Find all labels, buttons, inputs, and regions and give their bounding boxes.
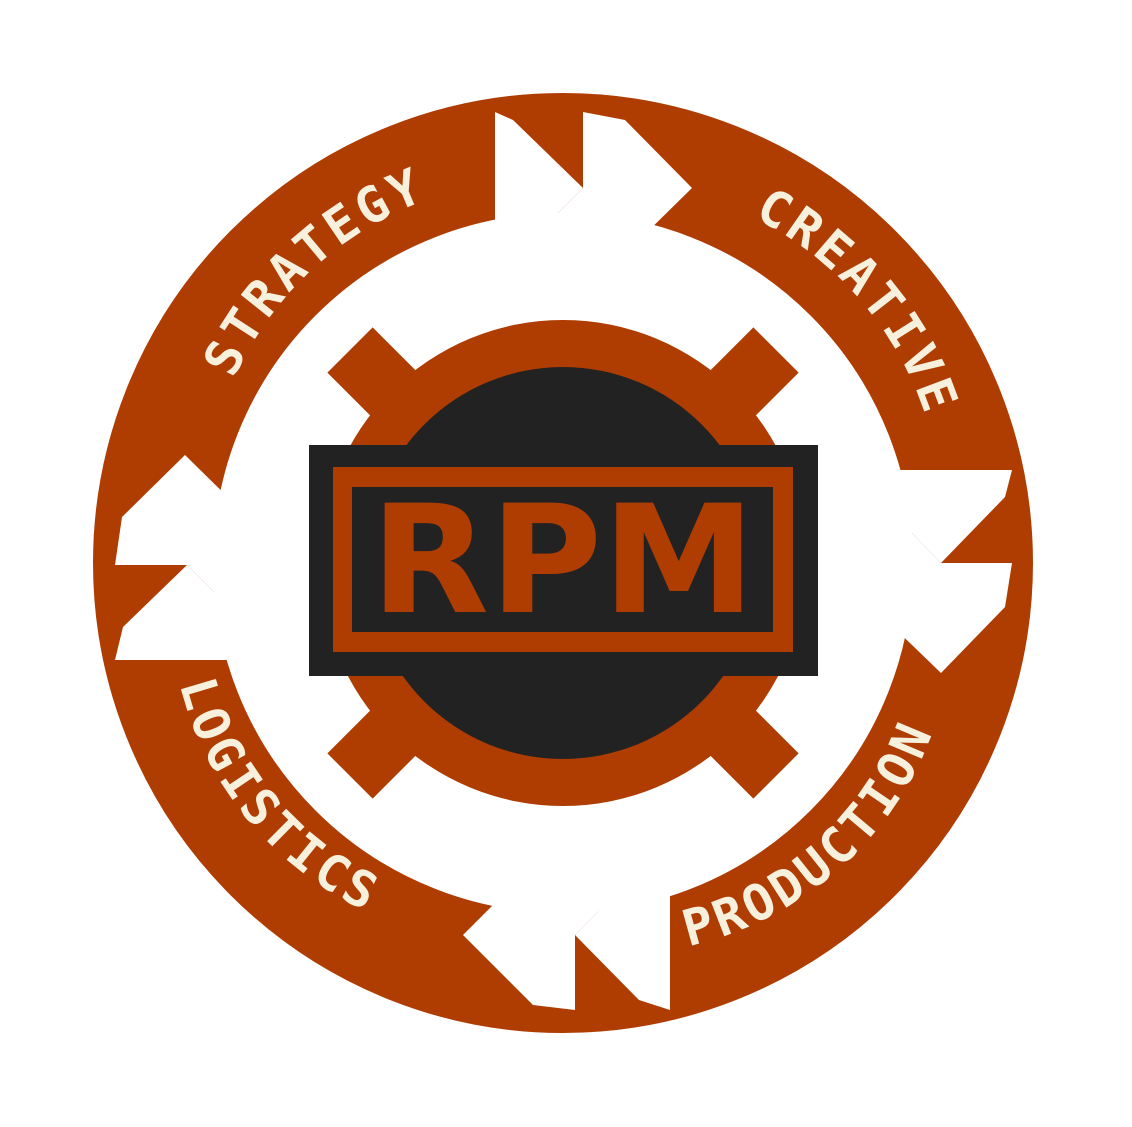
gap-right: [883, 470, 1012, 563]
brand-wordmark: RPM: [371, 474, 756, 648]
gap-bottom-b: [463, 878, 631, 1010]
gap-top: [495, 112, 583, 243]
brand-plate: RPM: [309, 445, 818, 676]
arrow-gaps: [115, 112, 1012, 1010]
gap-top-b: [528, 112, 692, 243]
gap-left-b: [115, 455, 250, 628]
gap-left: [115, 565, 250, 660]
gap-bottom: [575, 878, 670, 1010]
brand-plate-inner: [352, 487, 773, 632]
gap-right-b: [883, 503, 1012, 673]
